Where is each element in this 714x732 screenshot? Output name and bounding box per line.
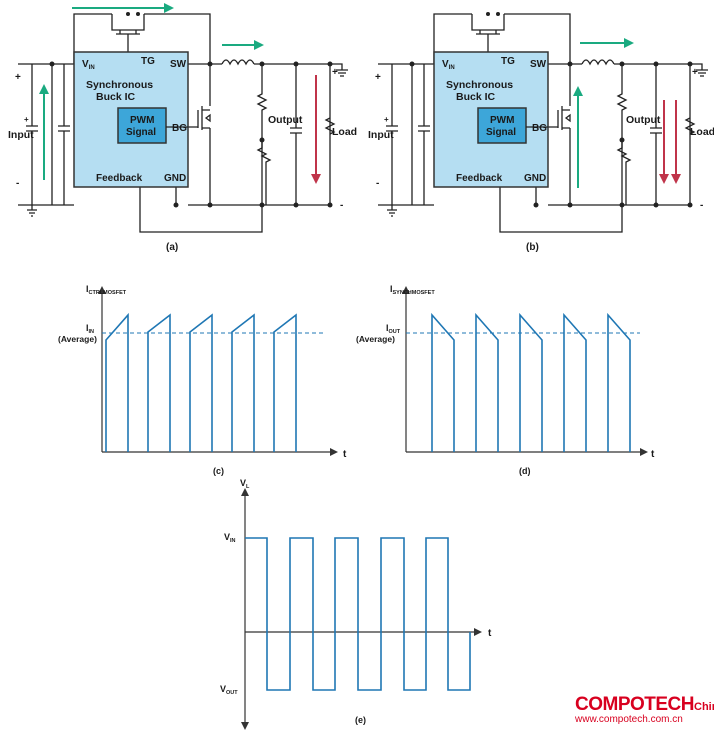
output-plus-sign: + — [332, 67, 338, 78]
feedback-pin-label: Feedback — [96, 173, 143, 184]
caption-a: (a) — [166, 242, 178, 253]
xlabel-e: t — [488, 628, 492, 639]
cap-plus-sign: + — [384, 115, 389, 124]
output-minus-sign: - — [340, 200, 343, 211]
caption-e: (e) — [355, 715, 366, 725]
ylabel-d: ISYNCHMOSFET — [390, 284, 435, 296]
input-plus-sign: + — [15, 72, 21, 83]
tg-pin-label: TG — [141, 56, 155, 67]
output-label: Output — [626, 114, 661, 126]
ylabel-e: VL — [240, 478, 250, 490]
watermark-suffix: China — [694, 701, 714, 713]
current-waveform-d — [431, 312, 631, 452]
tg-pin-label: TG — [501, 56, 515, 67]
bg-pin-label: BG — [532, 123, 547, 134]
waveform-d: ISYNCHMOSFET IOUT (Average) t (d) — [356, 284, 655, 476]
cap-plus-sign: + — [24, 115, 29, 124]
input-label: Input — [368, 129, 394, 141]
waveform-c: ICTRLMOSFET IIN (Average) t (c) — [58, 284, 347, 476]
signal-label: Signal — [486, 127, 516, 138]
waveform-e: VL VIN VOUT t (e) — [220, 478, 492, 730]
vin-pin-label: VIN — [82, 59, 95, 71]
sw-pin-label: SW — [170, 59, 187, 70]
gnd-pin-label: GND — [524, 173, 546, 184]
sw-pin-label: SW — [530, 59, 547, 70]
ic-name-line2: Buck IC — [456, 91, 496, 103]
current-waveform-c — [105, 312, 297, 452]
ic-name-line2: Buck IC — [96, 91, 136, 103]
circuit-a: VIN TG SW Synchronous Buck IC PWM Signal… — [8, 3, 357, 253]
input-plus-sign: + — [375, 72, 381, 83]
avg-label-d: IOUT — [386, 323, 401, 335]
feedback-pin-label: Feedback — [456, 173, 503, 184]
gnd-pin-label: GND — [164, 173, 186, 184]
vout-level-label: VOUT — [220, 684, 238, 696]
input-minus-sign: - — [16, 178, 19, 189]
voltage-waveform-e — [245, 537, 471, 691]
caption-b: (b) — [526, 242, 539, 253]
output-minus-sign: - — [700, 200, 703, 211]
ylabel-c: ICTRLMOSFET — [86, 284, 127, 296]
input-label: Input — [8, 129, 34, 141]
load-label: Load — [690, 126, 714, 138]
load-label: Load — [332, 126, 357, 138]
avg-note-c: (Average) — [58, 334, 97, 344]
watermark-brand: COMPOTECH — [575, 694, 695, 715]
avg-label-c: IIN — [86, 323, 94, 335]
watermark-url: www.compotech.com.cn — [575, 714, 683, 725]
caption-d: (d) — [519, 466, 531, 476]
avg-note-d: (Average) — [356, 334, 395, 344]
signal-label: Signal — [126, 127, 156, 138]
xlabel-d: t — [651, 449, 655, 460]
compotech-watermark: COMPOTECHChina www.compotech.com.cn — [575, 694, 714, 725]
circuit-b: VIN TG SW Synchronous Buck IC PWM Signal… — [368, 11, 714, 253]
output-label: Output — [268, 114, 303, 126]
ic-name-line1: Synchronous — [86, 79, 153, 91]
pwm-label: PWM — [490, 115, 514, 126]
pwm-label: PWM — [130, 115, 154, 126]
caption-c: (c) — [213, 466, 224, 476]
ic-name-line1: Synchronous — [446, 79, 513, 91]
xlabel-c: t — [343, 449, 347, 460]
bg-pin-label: BG — [172, 123, 187, 134]
output-plus-sign: + — [692, 67, 698, 78]
input-minus-sign: - — [376, 178, 379, 189]
vin-level-label: VIN — [224, 532, 236, 544]
vin-pin-label: VIN — [442, 59, 455, 71]
